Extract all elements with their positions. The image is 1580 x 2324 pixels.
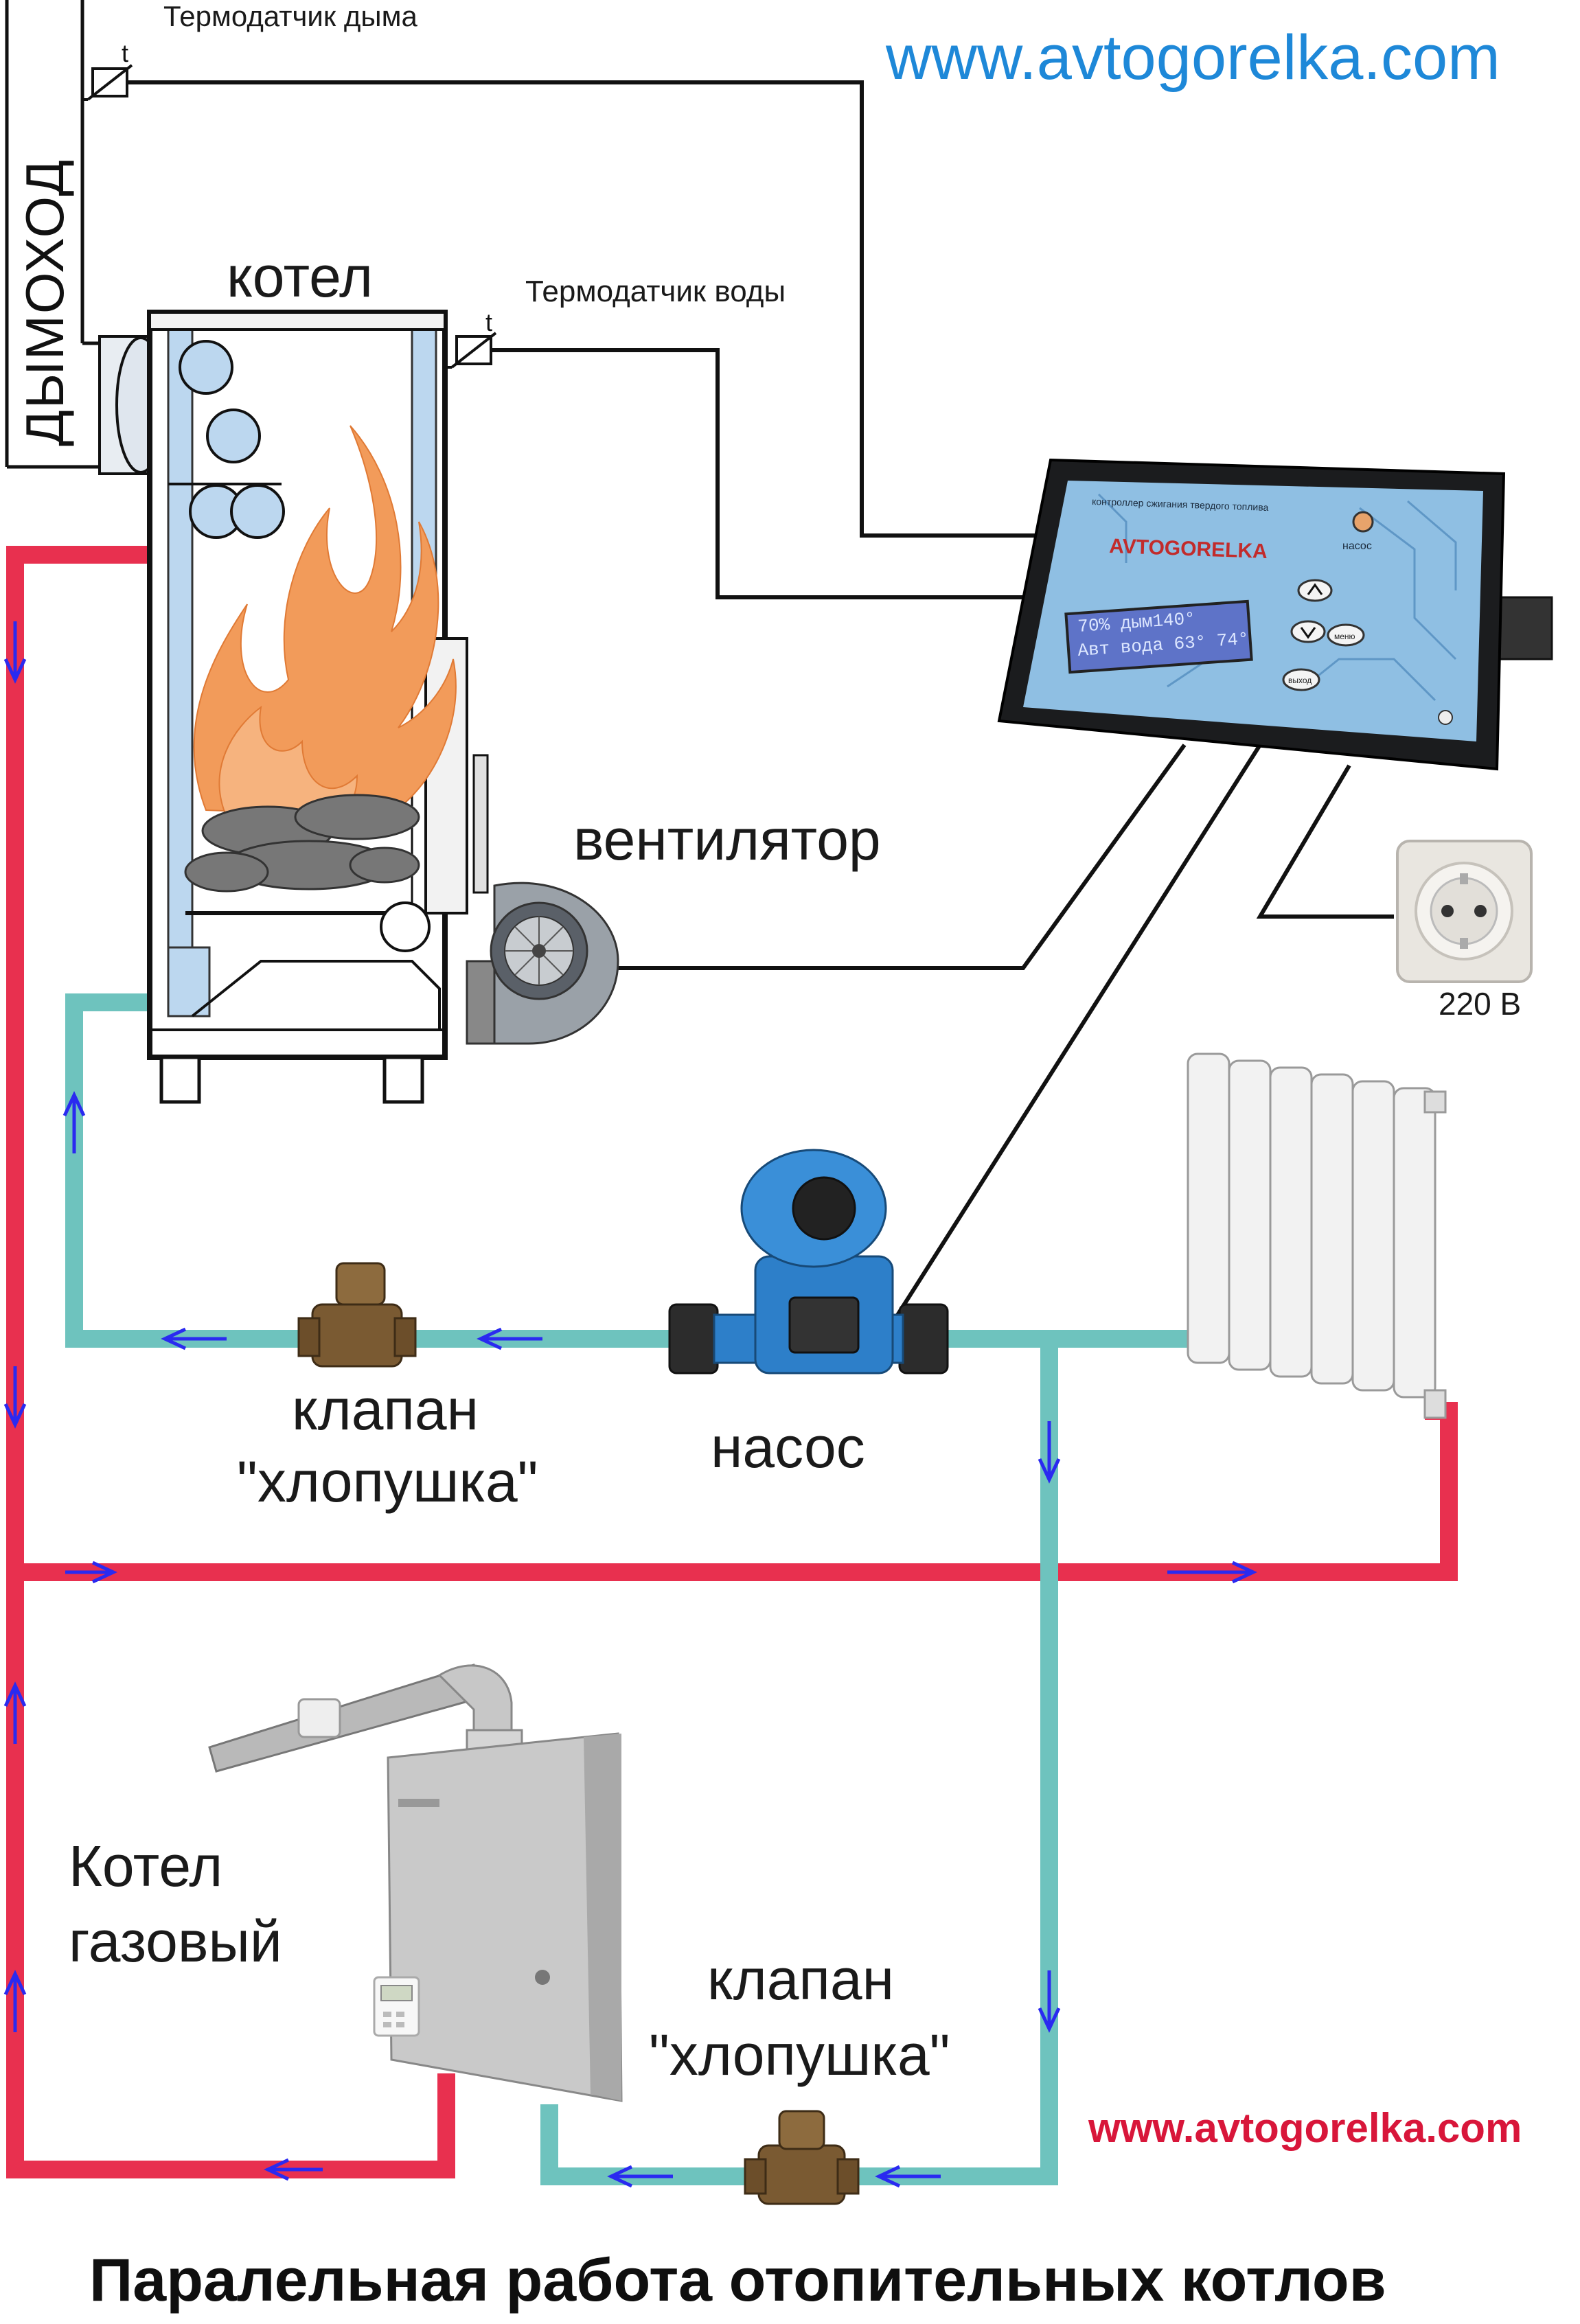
smoke-sensor-label: Термодатчик дыма <box>163 0 417 32</box>
check-valve-icon <box>744 2110 860 2205</box>
temperature-sensor-icon <box>82 64 133 101</box>
controller-icon <box>997 458 1553 771</box>
top-website-link[interactable]: www.avtogorelka.com <box>886 23 1500 93</box>
flow-arrow-icon <box>1167 1561 1257 1584</box>
fan-label: вентилятор <box>573 807 881 872</box>
flow-arrow-icon <box>1038 1421 1061 1484</box>
flow-arrow-icon <box>62 1091 86 1153</box>
flow-arrow-icon <box>3 1970 27 2032</box>
smoke-sensor-symbol: t <box>122 39 128 67</box>
voltage-label: 220 В <box>1439 986 1522 1022</box>
diagram-title: Паралельная работа отопительных котлов <box>89 2246 1386 2314</box>
flow-arrow-icon <box>477 1327 542 1350</box>
flow-arrow-icon <box>3 1681 27 1744</box>
return-pipes <box>65 993 1188 2185</box>
chimney-label: ДЫМОХОД <box>14 158 75 446</box>
controller-pump-led-label: насос <box>1342 540 1372 552</box>
water-sensor-symbol: t <box>485 308 492 336</box>
flow-arrow-icon <box>875 2165 941 2188</box>
controller-button-exit: выход <box>1288 676 1312 685</box>
temperature-sensor-icon <box>446 332 497 369</box>
logs <box>184 794 420 893</box>
controller-brand: AVTOGORELKA <box>1109 535 1268 563</box>
water-sensor-label: Термодатчик воды <box>525 275 786 308</box>
check-valve-icon <box>297 1262 417 1368</box>
radiator-icon <box>1187 1052 1447 1419</box>
chimney <box>5 0 113 469</box>
flow-arrow-icon <box>607 2165 673 2188</box>
bottom-website-link[interactable]: www.avtogorelka.com <box>1088 2105 1522 2151</box>
flow-arrow-icon <box>65 1561 117 1584</box>
flow-arrows <box>3 621 1257 2188</box>
gas-boiler-label-line2: газовый <box>69 1909 282 1974</box>
flow-arrow-icon <box>3 621 27 684</box>
valve-top-label-line1: клапан <box>292 1377 479 1442</box>
gas-boiler-label-line1: Котел <box>69 1834 223 1898</box>
signal-wires <box>127 80 1394 1340</box>
flow-arrow-icon <box>1038 1970 1061 2033</box>
gas-boiler-icon <box>208 1664 623 2102</box>
flame-icon <box>193 425 457 825</box>
valve-top-label-line2: "хлопушка" <box>237 1449 538 1514</box>
fan-icon <box>466 882 619 1045</box>
controller-button-menu: меню <box>1334 632 1355 641</box>
boiler-label: котел <box>227 244 374 309</box>
flow-arrow-icon <box>264 2158 323 2181</box>
pump-icon <box>668 1149 949 1374</box>
flow-arrow-icon <box>3 1366 27 1429</box>
valve-bottom-label-line2: "хлопушка" <box>649 2023 950 2087</box>
power-socket-icon <box>1396 840 1533 983</box>
room-thermostat-icon <box>373 1976 420 2037</box>
valve-bottom-label-line1: клапан <box>707 1947 895 2012</box>
flow-arrow-icon <box>161 1327 227 1350</box>
pump-label: насос <box>711 1415 865 1480</box>
